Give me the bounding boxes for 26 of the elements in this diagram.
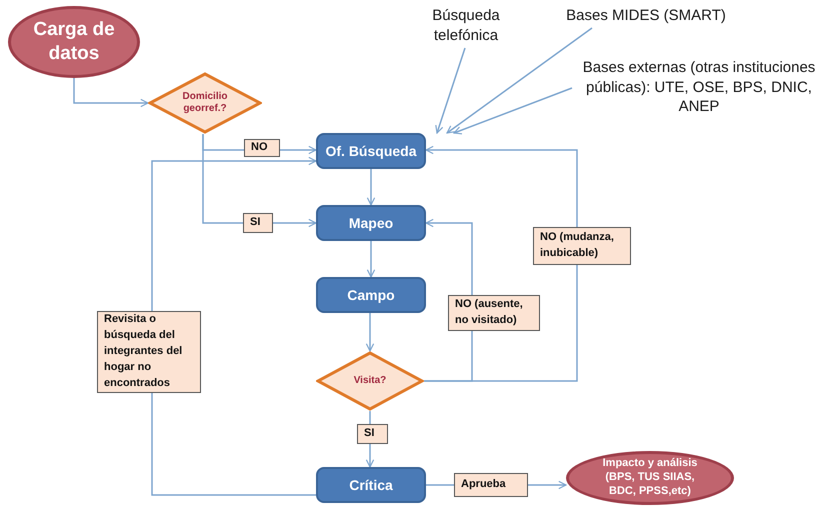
- edge-label: NO (mudanza, inubicable): [533, 227, 631, 265]
- source-text: Bases MIDES (SMART): [560, 6, 732, 28]
- process-box: Campo: [316, 277, 426, 313]
- decision-diamond: Domicilio georref.?: [148, 72, 262, 134]
- connector-arrow: [435, 48, 466, 134]
- decision-diamond: Visita?: [316, 351, 424, 411]
- process-box: Of. Búsqueda: [316, 133, 426, 169]
- edge-label: Revisita o búsqueda del integrantes del hogar no encontrados: [97, 311, 201, 393]
- process-box: Mapeo: [316, 205, 426, 241]
- connector-arrow: [366, 241, 376, 278]
- terminator-ellipse: Impacto y análisis (BPS, TUS SIIAS, BDC, PPSS,etc): [566, 451, 734, 505]
- connector-arrow: [73, 78, 149, 108]
- source-text: Bases externas (otras instituciones públicas): UTE, OSE, BPS, DNIC, ANEP: [572, 58, 826, 114]
- edge-label: NO: [244, 139, 280, 157]
- edge-label: SI: [243, 213, 273, 233]
- connector-arrow: [424, 146, 578, 382]
- source-text: Búsqueda telefónica: [428, 6, 504, 48]
- edge-label: NO (ausente, no visitado): [448, 295, 540, 331]
- connector-arrow: [446, 27, 592, 134]
- edge-label: Aprueba: [454, 473, 528, 497]
- connector-arrow: [366, 313, 374, 352]
- process-box: Crítica: [316, 467, 426, 503]
- terminator-ellipse: Carga de datos: [8, 6, 140, 78]
- connector-arrow: [453, 87, 572, 134]
- edge-label: SI: [357, 424, 388, 444]
- connector-arrow: [366, 169, 376, 206]
